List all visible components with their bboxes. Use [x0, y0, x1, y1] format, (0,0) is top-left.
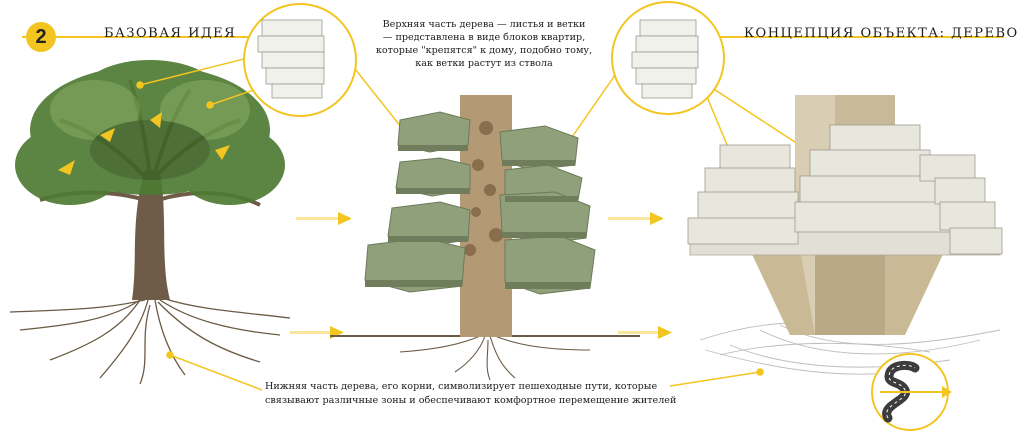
trunk-knots [464, 121, 503, 256]
building-concept [687, 95, 1003, 375]
apartment-blocks [687, 124, 1003, 255]
left-title: БАЗОВАЯ ИДЕЯ [104, 26, 237, 41]
step-number-badge: 2 [26, 22, 56, 52]
header-bar-right [720, 36, 1004, 38]
schematic-roots [330, 335, 640, 381]
right-title: КОНЦЕПЦИЯ ОБЪЕКТА: ДЕРЕВО [744, 26, 1019, 41]
magnifier-right [611, 1, 725, 115]
arrow-icon [290, 212, 672, 339]
natural-tree [9, 60, 291, 385]
top-caption-line-2: — представлена в виде блоков квартир, [382, 32, 586, 43]
tree-trunk [132, 170, 170, 300]
bottom-caption-line-1: Нижняя часть дерева, его корни, символиз… [265, 381, 658, 392]
schematic-tree [330, 95, 640, 381]
header-bar-left [22, 36, 250, 38]
magnifier-left [243, 3, 357, 117]
top-caption-line-1: Верхняя часть дерева — листья и ветки [382, 19, 586, 30]
foliage-slabs [364, 111, 596, 295]
top-caption-line-3: которые "крепятся" к дому, подобно тому, [375, 45, 593, 56]
tree-roots [9, 297, 291, 385]
bottom-caption-line-2: связывают различные зоны и обеспечивают … [265, 395, 677, 406]
tree-canopy [15, 60, 285, 205]
top-caption-line-4: как ветки растут из ствола [415, 58, 553, 69]
bottom-caption: Нижняя часть дерева, его корни, символиз… [265, 380, 685, 408]
top-caption: Верхняя часть дерева — листья и ветки — … [356, 18, 612, 70]
road-icon [871, 353, 952, 431]
building-base [750, 250, 945, 335]
canopy-markers [58, 112, 230, 175]
foliage-slab-sides [365, 145, 590, 289]
